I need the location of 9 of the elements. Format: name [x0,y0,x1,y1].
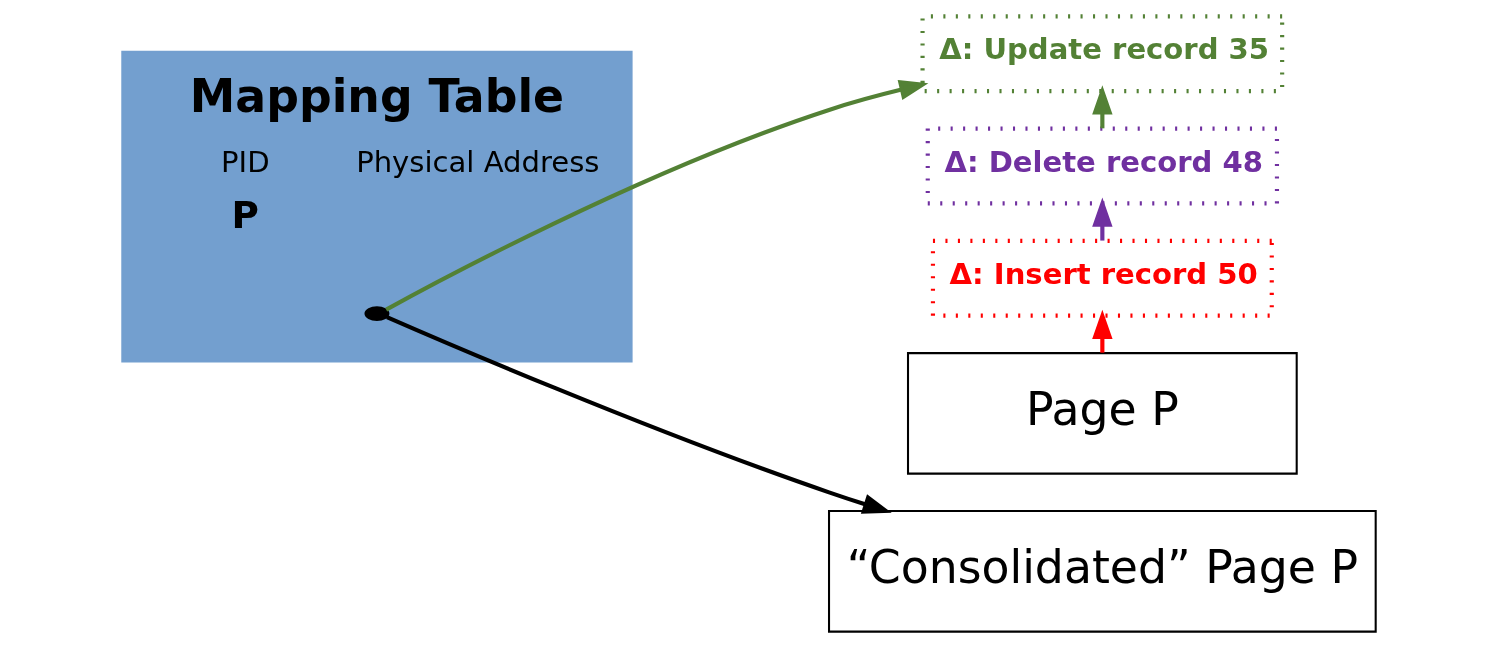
node-box: Page P [906,352,1298,475]
node-box: Δ: Insert record 50 [930,238,1274,318]
node-box: Δ: Delete record 48 [925,126,1280,206]
node-box: “Consolidated” Page P [828,510,1377,633]
node-box: Δ: Update record 35 [920,14,1285,94]
cluster: Mapping Table PID Physical Address P [121,50,633,363]
node-circle [364,306,390,321]
arrow [386,315,892,514]
arrow [385,80,929,312]
